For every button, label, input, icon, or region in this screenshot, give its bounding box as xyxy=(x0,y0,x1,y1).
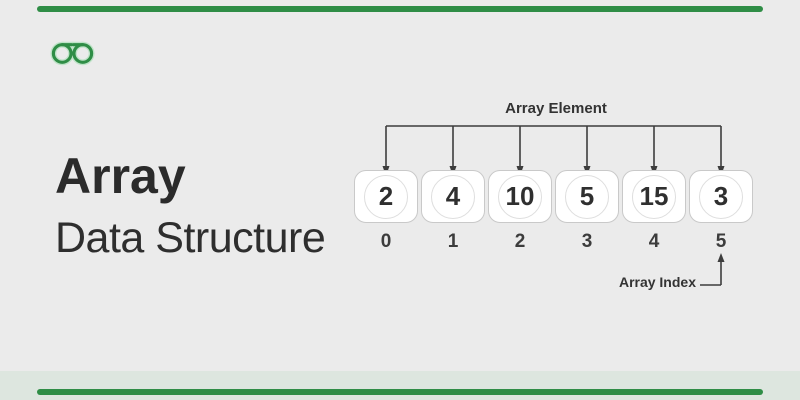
index-value: 4 xyxy=(648,231,660,252)
index-value: 0 xyxy=(380,231,392,252)
index-value: 2 xyxy=(514,231,526,252)
top-accent-bar xyxy=(37,6,763,12)
array-cell: 2 xyxy=(354,170,418,223)
page-title: Array xyxy=(55,148,186,204)
cell-value: 10 xyxy=(505,181,535,211)
cell-value: 3 xyxy=(713,181,729,211)
index-pointer-arrow xyxy=(698,250,730,290)
cell-value: 4 xyxy=(445,181,461,211)
array-cell: 15 xyxy=(622,170,686,223)
geeksforgeeks-logo-icon xyxy=(49,36,96,66)
array-index-label: Array Index xyxy=(618,274,696,290)
index-value: 3 xyxy=(581,231,593,252)
title-block: Array Data Structure xyxy=(55,148,326,263)
array-cell: 3 xyxy=(689,170,753,223)
bottom-accent-bar xyxy=(37,389,763,395)
cell-circle: 4 xyxy=(431,174,475,219)
array-cell: 4 xyxy=(421,170,485,223)
index-value: 1 xyxy=(447,231,459,252)
page-subtitle: Data Structure xyxy=(55,213,326,262)
footer-band xyxy=(0,371,800,400)
cell-circle: 2 xyxy=(364,174,408,219)
cell-value: 15 xyxy=(639,181,669,211)
cell-circle: 3 xyxy=(699,174,743,219)
array-element-label: Array Element xyxy=(505,100,607,117)
array-cells: 2 4 10 5 15 3 xyxy=(354,170,753,223)
index-value: 5 xyxy=(715,231,727,252)
cell-circle: 15 xyxy=(632,174,676,219)
cell-value: 2 xyxy=(378,181,394,211)
cell-value: 5 xyxy=(579,181,595,211)
array-cell: 5 xyxy=(555,170,619,223)
cell-circle: 5 xyxy=(565,174,609,219)
cell-circle: 10 xyxy=(498,174,542,219)
array-indices: 0 1 2 3 4 5 xyxy=(354,231,753,253)
array-cell: 10 xyxy=(488,170,552,223)
